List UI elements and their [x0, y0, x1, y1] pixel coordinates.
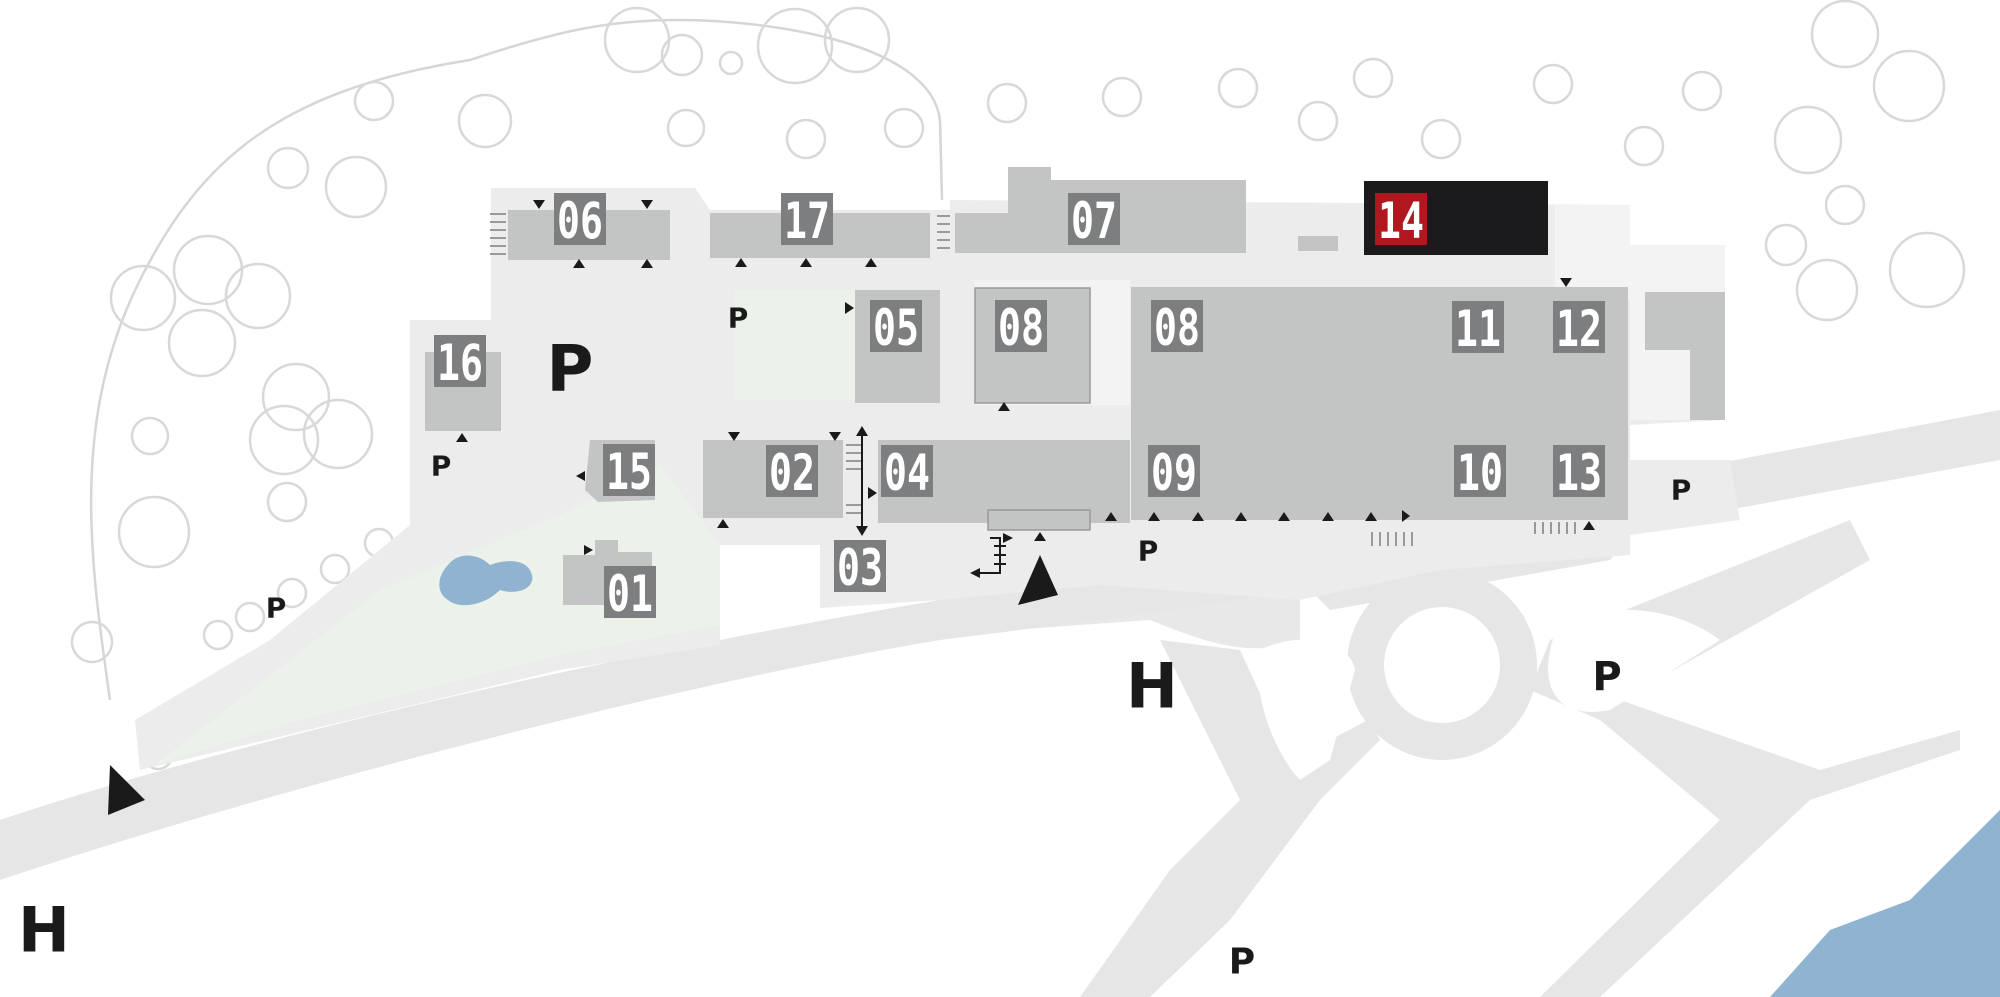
park-boundary — [89, 18, 944, 701]
building-label-17[interactable]: 17 — [781, 192, 833, 250]
parking-marker[interactable]: P — [266, 592, 287, 625]
building-label-06[interactable]: 06 — [554, 192, 606, 250]
building-label-08a[interactable]: 08 — [995, 299, 1047, 357]
roundabout-island — [1384, 607, 1500, 723]
building-label-11[interactable]: 11 — [1452, 300, 1504, 358]
parking-marker[interactable]: P — [1592, 654, 1621, 700]
building-label-04[interactable]: 04 — [881, 444, 933, 502]
building-label-bg — [881, 445, 933, 497]
parking-marker[interactable]: P — [547, 333, 594, 407]
building-label-05[interactable]: 05 — [870, 299, 922, 357]
bus-stop-markers: HH — [18, 650, 1178, 967]
building-number: 13 — [1556, 444, 1602, 502]
building-label-bg — [1151, 300, 1203, 352]
building-label-07[interactable]: 07 — [1068, 192, 1120, 250]
bus-stop-marker[interactable]: H — [18, 894, 70, 967]
building-label-09[interactable]: 09 — [1148, 444, 1200, 502]
building-number: 02 — [769, 444, 815, 502]
building-number: 05 — [873, 299, 919, 357]
building-label-bg — [781, 193, 833, 245]
building-number: 04 — [884, 444, 930, 502]
building-label-08b[interactable]: 08 — [1151, 299, 1203, 357]
parking-marker[interactable]: P — [1671, 474, 1692, 507]
building-label-bg — [434, 335, 486, 387]
building-label-bg — [1148, 445, 1200, 497]
parking-markers: P P P P P P P P — [266, 302, 1692, 983]
building-number: 15 — [606, 443, 652, 501]
building-label-bg — [1452, 301, 1504, 353]
building-number: 17 — [784, 192, 830, 250]
building-number: 09 — [1151, 444, 1197, 502]
building-label-12[interactable]: 12 — [1553, 300, 1605, 358]
building-number: 08 — [998, 299, 1044, 357]
green-area-2 — [735, 290, 855, 400]
east-court — [1555, 205, 1725, 420]
building-number: 11 — [1455, 300, 1501, 358]
stair-arrow — [970, 533, 1013, 578]
building-label-bg — [1553, 445, 1605, 497]
direction-arrow-main — [1018, 555, 1058, 605]
building-number: 14 — [1378, 192, 1424, 250]
building-label-bg — [834, 540, 886, 592]
building-number: 07 — [1071, 192, 1117, 250]
building-label-bg — [1375, 193, 1427, 245]
green-area — [155, 465, 720, 765]
passage-arrow — [856, 426, 868, 536]
building-number: 01 — [607, 565, 653, 623]
building-number: 16 — [437, 334, 483, 392]
bus-stop-marker[interactable]: H — [1126, 650, 1178, 723]
road-island-east — [1548, 609, 1720, 712]
building-label-01[interactable]: 01 — [604, 565, 656, 623]
parking-marker[interactable]: P — [1138, 535, 1159, 568]
building-label-bg — [870, 300, 922, 352]
parking-marker[interactable]: P — [431, 450, 452, 483]
stair-marks — [490, 213, 1576, 546]
building-number: 03 — [837, 539, 883, 597]
building-number: 08 — [1154, 299, 1200, 357]
building-label-14[interactable]: 14 — [1375, 192, 1427, 250]
building-label-16[interactable]: 16 — [434, 334, 486, 392]
entrance-arrows — [456, 200, 1595, 555]
building-label-bg — [995, 300, 1047, 352]
building-label-03[interactable]: 03 — [834, 539, 886, 597]
direction-arrow-west — [108, 765, 145, 815]
building-label-bg — [1068, 193, 1120, 245]
building-label-bg — [1553, 301, 1605, 353]
building-label-13[interactable]: 13 — [1553, 444, 1605, 502]
building-number: 12 — [1556, 300, 1602, 358]
building-label-bg — [603, 444, 655, 496]
building-number: 10 — [1457, 444, 1503, 502]
building-label-02[interactable]: 02 — [766, 444, 818, 502]
road-island — [1258, 639, 1355, 780]
pond — [439, 555, 533, 606]
building-label-15[interactable]: 15 — [603, 443, 655, 501]
parking-marker[interactable]: P — [728, 302, 749, 335]
river — [1770, 810, 2000, 997]
building-label-bg — [1454, 445, 1506, 497]
building-number: 06 — [557, 192, 603, 250]
parking-marker[interactable]: P — [1229, 942, 1255, 983]
building-label-bg — [766, 445, 818, 497]
building-label-10[interactable]: 10 — [1454, 444, 1506, 502]
building-label-bg — [554, 193, 606, 245]
building-label-bg — [604, 566, 656, 618]
